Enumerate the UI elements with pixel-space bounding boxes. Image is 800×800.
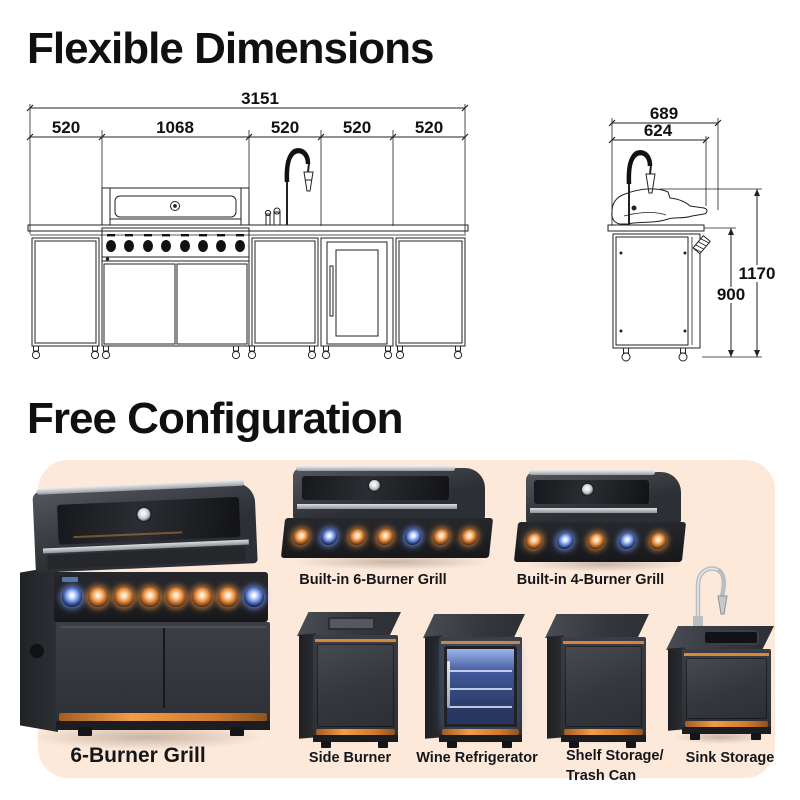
dim-total-width: 3151 <box>241 89 279 108</box>
product-sink-storage[interactable] <box>666 560 774 744</box>
front-knobs <box>106 234 245 252</box>
front-faucet-drawing <box>264 147 314 226</box>
dim-counter-height: 900 <box>717 285 745 304</box>
control-panel <box>513 522 687 562</box>
grill-hood <box>32 479 258 573</box>
label-sink-storage: Sink Storage <box>685 750 775 766</box>
regulator-handle <box>692 234 711 255</box>
front-casters <box>31 345 463 360</box>
label-side-burner: Side Burner <box>308 750 392 766</box>
label-6-burner-grill: 6-Burner Grill <box>70 744 206 767</box>
side-view <box>607 118 776 362</box>
control-panel <box>280 518 494 558</box>
dim-seg-4: 520 <box>343 118 371 137</box>
product-shelf-storage[interactable] <box>545 614 649 748</box>
product-wine-refrigerator[interactable] <box>423 614 525 748</box>
label-shelf-storage-line1: Shelf Storage/ <box>566 748 664 764</box>
label-built-in-6-burner: Built-in 6-Burner Grill <box>299 572 447 588</box>
section2-title: Free Configuration <box>27 394 404 443</box>
dim-inner-width: 624 <box>644 121 673 140</box>
label-shelf-storage-line2: Trash Can <box>566 768 637 784</box>
hood <box>526 470 681 524</box>
front-view <box>26 104 469 360</box>
grill-cart <box>56 622 270 736</box>
product-6-burner-grill[interactable] <box>20 479 272 750</box>
dim-outer-width: 689 <box>650 104 678 123</box>
hood <box>293 466 485 520</box>
label-wine-refrigerator: Wine Refrigerator <box>416 750 538 766</box>
dim-total-height: 1170 <box>739 264 776 283</box>
product-side-burner[interactable] <box>297 612 401 748</box>
dim-seg-5: 520 <box>415 118 443 137</box>
dim-seg-1: 520 <box>52 118 80 137</box>
dim-seg-2: 1068 <box>156 118 194 137</box>
label-built-in-4-burner: Built-in 4-Burner Grill <box>516 572 665 588</box>
dim-seg-3: 520 <box>271 118 299 137</box>
sink-faucet <box>693 566 728 628</box>
dimension-drawing: 3151 520 1068 520 520 520 <box>26 89 776 362</box>
product-built-in-6-burner-grill[interactable] <box>280 466 498 570</box>
grill-control-panel <box>54 572 268 622</box>
section1-title: Flexible Dimensions <box>27 24 434 73</box>
product-built-in-4-burner-grill[interactable] <box>513 470 691 572</box>
wine-fridge-glass-door <box>444 646 517 727</box>
